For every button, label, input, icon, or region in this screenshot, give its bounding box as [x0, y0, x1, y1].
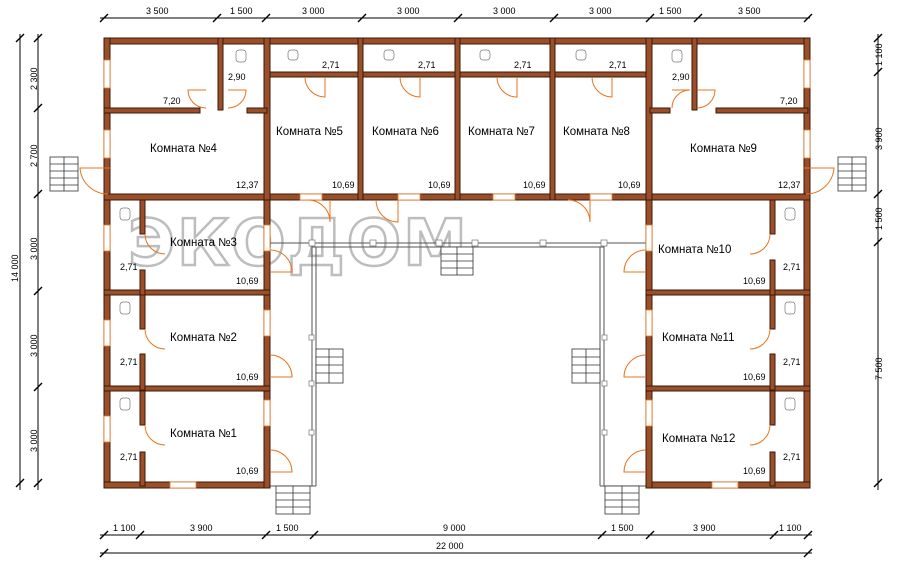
- room-6-area: 10,69: [428, 180, 451, 190]
- room-11-bath-area: 2,71: [783, 357, 801, 367]
- room-4-label: Комната №4: [150, 143, 218, 155]
- dim-top-5: 3 000: [493, 6, 516, 16]
- dim-top-6: 3 000: [589, 6, 612, 16]
- room-labels: Комната №1 10,69 2,71 Комната №2 10,69 2…: [120, 60, 801, 476]
- dim-left-4: 3 000: [29, 334, 39, 357]
- stair-bottom-left: [275, 485, 311, 515]
- room-8-bath-area: 2,71: [609, 60, 627, 70]
- fixtures: [119, 49, 796, 411]
- stair-courtyard-left: [315, 348, 344, 384]
- room-9-area: 12,37: [778, 180, 801, 190]
- dim-left-3: 3 000: [29, 237, 39, 260]
- dim-right-4: 7 500: [874, 357, 884, 380]
- room-5-area: 10,69: [332, 180, 355, 190]
- room-1-label: Комната №1: [170, 428, 237, 440]
- stair-courtyard-right: [571, 348, 601, 384]
- watermark-logo: ЭКОДОМ: [128, 207, 469, 281]
- dim-top-4: 3 000: [397, 6, 420, 16]
- room-7-bath-area: 2,71: [514, 60, 532, 70]
- room-5-label: Комната №5: [276, 126, 343, 138]
- room-2-bath-area: 2,71: [120, 357, 138, 367]
- room-1-area: 10,69: [236, 466, 259, 476]
- room-11-area: 10,69: [743, 372, 766, 382]
- room-4-bath-area: 2,90: [228, 72, 246, 82]
- room-10-label: Комната №10: [658, 244, 731, 256]
- stairs: [49, 156, 867, 515]
- stair-bottom-right: [604, 485, 640, 515]
- room-4-extra-area: 7,20: [163, 96, 181, 106]
- doors: [79, 76, 835, 473]
- dim-bottom-1: 1 100: [113, 523, 136, 533]
- room-9-extra-area: 7,20: [780, 96, 798, 106]
- dimensions-left: 2 300 2 700 3 000 3 000 3 000 14 000: [10, 33, 43, 490]
- room-3-bath-area: 2,71: [120, 262, 138, 272]
- room-11-label: Комната №11: [662, 332, 735, 344]
- dim-right-1: 1 100: [874, 43, 884, 66]
- room-5-bath-area: 2,71: [322, 60, 340, 70]
- dim-top-2: 1 500: [230, 6, 253, 16]
- dim-bottom-2: 3 900: [190, 523, 213, 533]
- dimensions-right: 1 100 3 900 1 500 7 500: [873, 33, 884, 490]
- room-8-area: 10,69: [618, 180, 641, 190]
- room-7-area: 10,69: [523, 180, 546, 190]
- room-7-label: Комната №7: [468, 126, 535, 138]
- dim-bottom-4: 9 000: [443, 523, 466, 533]
- dim-bottom-6: 3 900: [693, 523, 716, 533]
- dim-top-1: 3 500: [146, 6, 169, 16]
- room-6-label: Комната №6: [372, 126, 439, 138]
- room-4-area: 12,37: [236, 180, 259, 190]
- room-3-area: 10,69: [236, 276, 259, 286]
- room-2-label: Комната №2: [170, 332, 237, 344]
- room-6-bath-area: 2,71: [418, 60, 436, 70]
- dim-left-5: 3 000: [29, 429, 39, 452]
- room-1-bath-area: 2,71: [120, 452, 138, 462]
- dim-top-3: 3 000: [302, 6, 325, 16]
- room-12-area: 10,69: [743, 466, 766, 476]
- room-9-label: Комната №9: [690, 143, 757, 155]
- room-12-label: Комната №12: [662, 433, 735, 445]
- dim-left-total: 14 000: [10, 254, 20, 282]
- dim-top-8: 3 500: [738, 6, 761, 16]
- dim-right-3: 1 500: [874, 207, 884, 230]
- dim-bottom-total: 22 000: [436, 541, 464, 551]
- windows: [103, 59, 811, 489]
- room-10-bath-area: 2,71: [783, 262, 801, 272]
- room-2-area: 10,69: [236, 372, 259, 382]
- dimensions-top: 3 500 1 500 3 000 3 000 3 000 3 000 1 50…: [99, 6, 813, 23]
- room-8-label: Комната №8: [563, 126, 630, 138]
- room-9-bath-area: 2,90: [672, 72, 690, 82]
- dim-right-2: 3 900: [874, 127, 884, 150]
- dimensions-bottom: 1 100 3 900 1 500 9 000 1 500 3 900 1 10…: [99, 523, 813, 558]
- dim-bottom-7: 1 100: [779, 523, 802, 533]
- dim-top-7: 1 500: [659, 6, 682, 16]
- stair-courtyard-top: [440, 246, 474, 276]
- stair-left-entrance: [49, 156, 79, 192]
- dim-bottom-3: 1 500: [276, 523, 299, 533]
- walls: [103, 37, 811, 489]
- dim-bottom-5: 1 500: [611, 523, 634, 533]
- dim-left-1: 2 300: [29, 67, 39, 90]
- dim-left-2: 2 700: [29, 144, 39, 167]
- room-12-bath-area: 2,71: [783, 452, 801, 462]
- stair-right-entrance: [837, 156, 867, 192]
- room-3-label: Комната №3: [170, 237, 237, 249]
- room-10-area: 10,69: [743, 276, 766, 286]
